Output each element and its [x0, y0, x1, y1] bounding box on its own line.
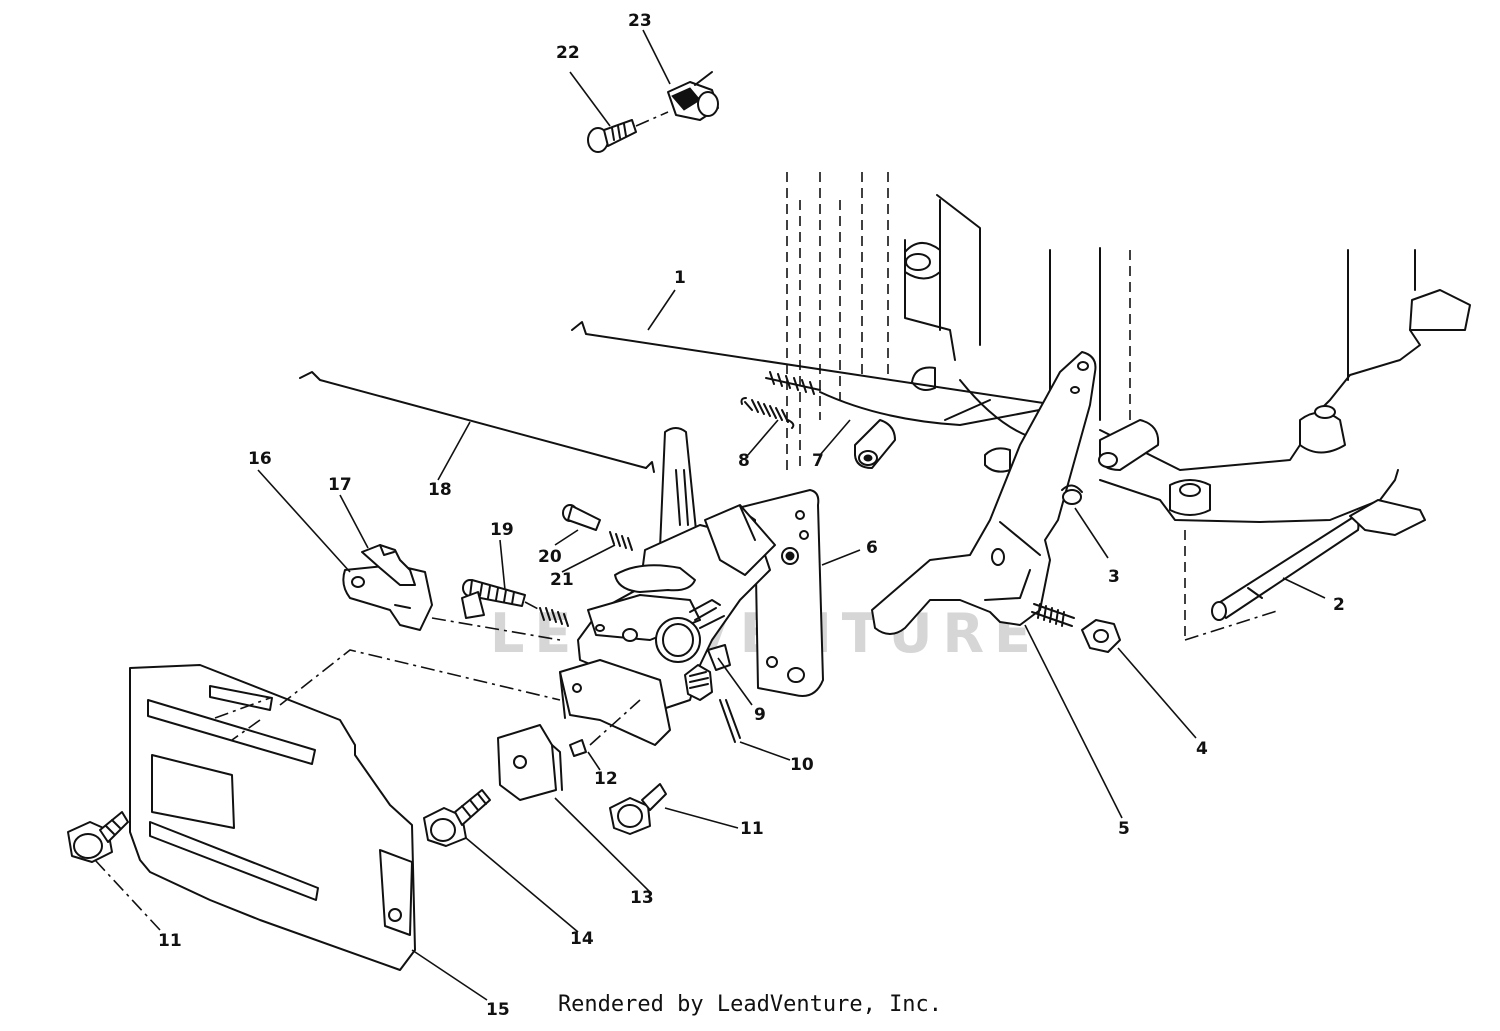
callout-4: 4 [1196, 739, 1208, 759]
control-assembly [559, 427, 776, 757]
governor-lever [871, 351, 1097, 635]
callout-14: 14 [570, 929, 594, 949]
bolt-11-left [67, 811, 129, 863]
lever-clip [1061, 484, 1083, 505]
callout-13: 13 [630, 888, 654, 908]
choke-rod [299, 371, 655, 473]
engine-block [786, 172, 1471, 641]
cable-clamp-23 [667, 71, 719, 121]
callout-8: 8 [738, 451, 750, 471]
callout-19: 19 [490, 520, 514, 540]
render-credit: Rendered by LeadVenture, Inc. [557, 992, 943, 1017]
callout-7: 7 [812, 451, 824, 471]
callout-15: 15 [486, 1000, 510, 1020]
spacer [854, 419, 896, 469]
bolt-11-right [609, 783, 667, 835]
callout-3: 3 [1108, 567, 1120, 587]
callout-labels: 1 2 3 4 5 6 7 8 9 10 11 11 12 13 14 15 1… [158, 11, 1345, 1020]
callout-11-left: 11 [158, 931, 182, 951]
clip-plate-13 [497, 724, 563, 801]
callout-10: 10 [790, 755, 814, 775]
callout-22: 22 [556, 43, 580, 63]
callout-2: 2 [1333, 595, 1345, 615]
screw-20 [562, 504, 633, 551]
callout-5: 5 [1118, 819, 1130, 839]
screw-22 [587, 111, 669, 153]
choke-plate [342, 544, 561, 641]
callout-20: 20 [538, 547, 562, 567]
spring-8 [740, 397, 795, 429]
callout-23: 23 [628, 11, 652, 31]
callout-9: 9 [754, 705, 766, 725]
bolt-14 [423, 789, 491, 847]
callout-17: 17 [328, 475, 352, 495]
callout-11-right: 11 [740, 819, 764, 839]
callout-16: 16 [248, 449, 272, 469]
governor-spring-7 [765, 371, 1051, 426]
hex-nut [1081, 619, 1121, 653]
governor-shaft [1211, 499, 1426, 621]
callout-6: 6 [866, 538, 878, 558]
leader-lines [94, 29, 1326, 1001]
callout-1: 1 [674, 268, 686, 288]
callout-21: 21 [550, 570, 574, 590]
cover-panel [129, 649, 561, 971]
governor-rod [571, 321, 1059, 405]
callout-18: 18 [428, 480, 452, 500]
screw-19 [462, 579, 569, 627]
callout-12: 12 [594, 769, 618, 789]
